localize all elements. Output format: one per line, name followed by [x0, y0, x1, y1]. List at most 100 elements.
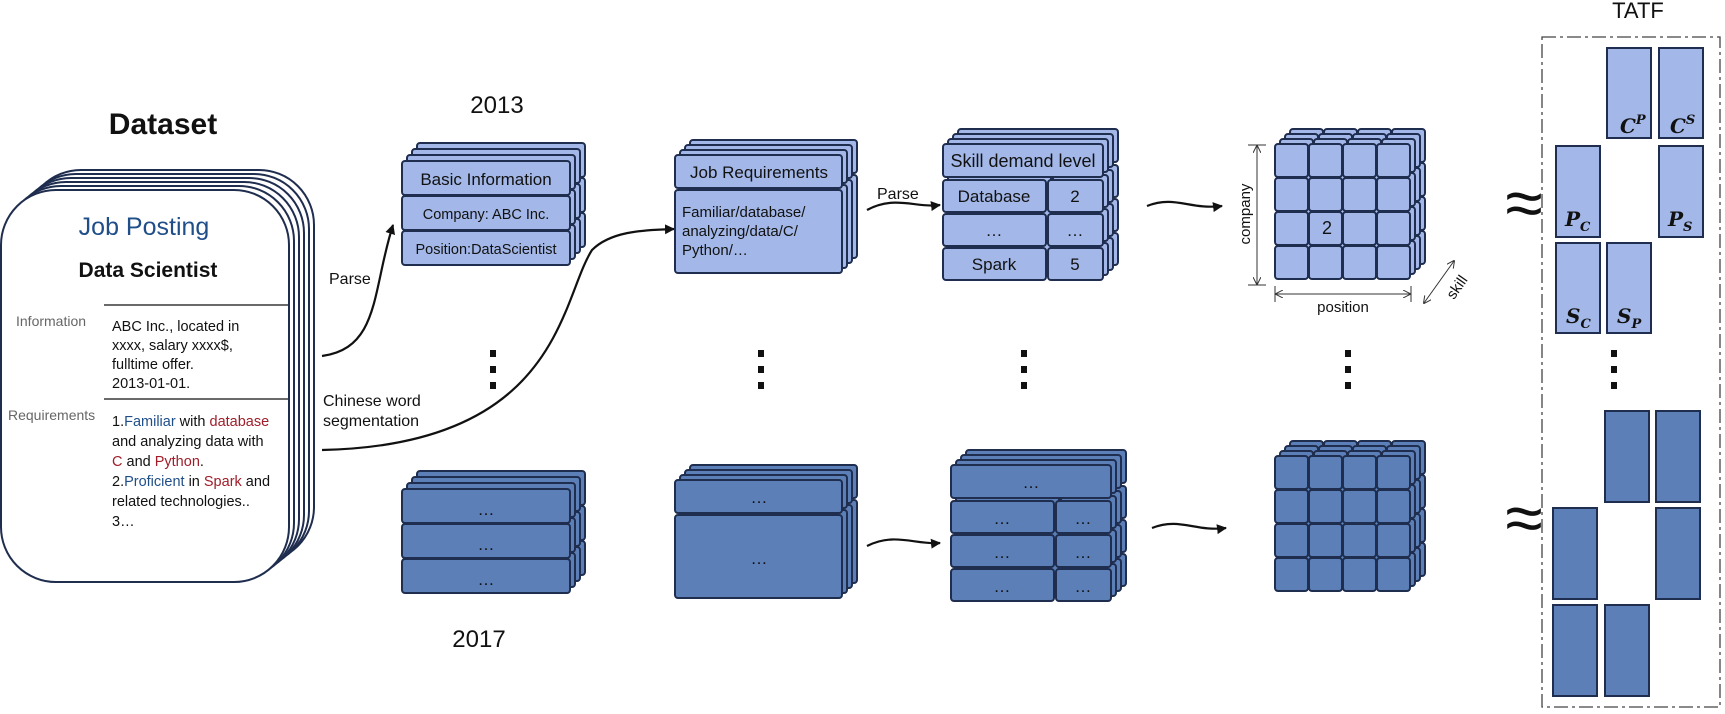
skill-table-header: Skill demand level	[950, 151, 1095, 171]
text-segment: and	[242, 474, 270, 490]
year-bottom-label: 2017	[452, 626, 505, 653]
text-segment: and	[122, 454, 154, 470]
approx-symbol: ≈	[1505, 165, 1542, 241]
information-line: 2013-01-01.	[112, 376, 190, 392]
tensor-cell	[1308, 245, 1343, 280]
tensor-cell	[1274, 557, 1309, 592]
factor-block	[1604, 410, 1650, 503]
tatf-label: TATF	[1612, 0, 1664, 23]
segmentation-label-line1: Chinese word	[323, 393, 421, 410]
job-posting-title: Job Posting	[79, 213, 210, 241]
factor-p-s-label: PS	[1667, 207, 1692, 235]
requirements-label: Requirements	[8, 407, 95, 423]
factor-p-c-label: PC	[1564, 207, 1591, 235]
tensor-cell	[1342, 455, 1377, 490]
tensor-cell	[1342, 177, 1377, 212]
tensor-cell	[1274, 523, 1309, 558]
dataset-title: Dataset	[109, 108, 217, 141]
information-label: Information	[16, 313, 86, 329]
basic-info-stack	[401, 142, 586, 266]
tensor-cell	[1274, 489, 1309, 524]
factor-block	[1552, 604, 1598, 697]
tensor-cell	[1376, 489, 1411, 524]
ellipsis-cell: …	[478, 500, 495, 519]
parse-label-2: Parse	[877, 186, 919, 203]
information-line: xxxx, salary xxxx$,	[112, 338, 233, 354]
segmentation-label-line2: segmentation	[323, 413, 419, 430]
job-requirements-stack-2017	[674, 464, 858, 599]
text-segment: and analyzing data with	[112, 434, 264, 450]
job-requirements-header: Job Requirements	[690, 163, 828, 182]
tensor-slice	[1274, 143, 1411, 280]
ellipsis-cell: …	[478, 535, 495, 554]
skill-level-cell: 2	[1070, 187, 1079, 206]
parse-arrow-2	[866, 201, 941, 212]
keyword-red: C	[112, 454, 122, 470]
factor-matrices-bottom	[1552, 410, 1701, 697]
job-requirements-stack	[674, 139, 858, 274]
requirements-line: related technologies..	[112, 494, 250, 510]
skill-level-cell: 5	[1070, 255, 1079, 274]
ellipsis-cell: …	[1075, 543, 1092, 562]
factor-s-p-label: SP	[1617, 304, 1642, 332]
text-segment: 2.	[112, 474, 124, 490]
text-segment: in	[185, 474, 204, 490]
vertical-ellipsis	[1021, 350, 1027, 389]
tensor-cell	[1308, 523, 1343, 558]
ellipsis-cell: …	[751, 488, 768, 507]
tensor-cell	[1376, 245, 1411, 280]
factor-c-p-label: CP	[1620, 113, 1647, 138]
tensor-cell	[1376, 455, 1411, 490]
approx-symbol: ≈	[1505, 480, 1542, 556]
information-line: fulltime offer.	[112, 357, 194, 373]
skill-level-cell: …	[1067, 221, 1084, 240]
factor-s-p	[1606, 242, 1652, 334]
tensor-cube-bottom	[1274, 440, 1426, 592]
tensor-cell	[1376, 177, 1411, 212]
tensor-cell	[1308, 557, 1343, 592]
tensor-cell	[1274, 245, 1309, 280]
factor-block	[1655, 507, 1701, 600]
job-requirements-line: analyzing/data/C/	[682, 223, 799, 240]
tatf-boundary	[1541, 36, 1721, 708]
factor-c-p	[1606, 47, 1652, 139]
job-posting-stack	[0, 169, 315, 583]
tensor-cell	[1342, 143, 1377, 178]
factor-matrices-top	[1555, 47, 1704, 334]
factor-c-s	[1658, 47, 1704, 139]
tensor-cell	[1376, 211, 1411, 246]
text-segment: related technologies..	[112, 494, 250, 510]
text-segment: with	[176, 414, 210, 430]
ellipsis-cell: …	[478, 570, 495, 589]
tensor-cell	[1376, 557, 1411, 592]
tensor-cell	[1274, 143, 1309, 178]
parse-arrow	[321, 224, 395, 358]
ellipsis-cell: …	[994, 509, 1011, 528]
keyword-red: Python	[155, 454, 200, 470]
vertical-ellipsis	[490, 350, 496, 389]
text-segment: .	[200, 454, 204, 470]
ellipsis-cell: …	[1075, 509, 1092, 528]
axis-company-label: company	[1237, 183, 1254, 244]
tensor-cell	[1376, 143, 1411, 178]
requirements-line: and analyzing data with	[112, 434, 264, 450]
tensor-arrow-bottom	[1151, 522, 1227, 535]
tensor-slice	[1274, 455, 1411, 592]
ellipsis-cell: …	[994, 577, 1011, 596]
vertical-ellipsis	[1345, 350, 1351, 389]
ellipsis-cell: …	[994, 543, 1011, 562]
tensor-cell	[1342, 523, 1377, 558]
tensor-cell	[1342, 557, 1377, 592]
requirements-line: 3…	[112, 514, 135, 530]
skill-name-cell: Spark	[972, 255, 1017, 274]
factor-s-c-label: SC	[1566, 304, 1591, 332]
factor-p-c	[1555, 145, 1601, 238]
tensor-cube-top	[1274, 128, 1426, 280]
ellipsis-cell: …	[1023, 473, 1040, 492]
skill-name-cell: …	[986, 221, 1003, 240]
segmentation-arrow	[321, 224, 675, 452]
parse-arrow-2017	[866, 538, 941, 549]
tensor-cell	[1376, 523, 1411, 558]
vertical-ellipsis	[1611, 350, 1617, 389]
